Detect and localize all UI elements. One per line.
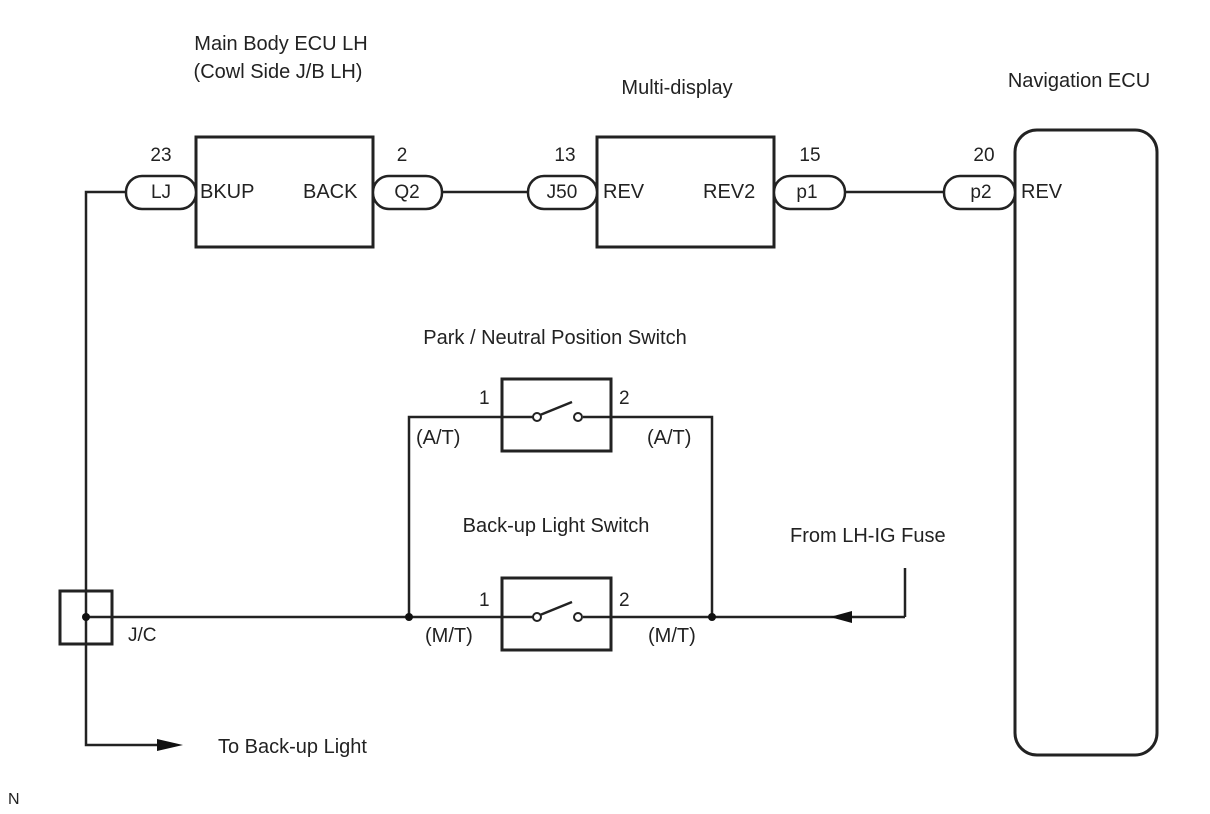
corner-mark: N [8, 791, 20, 808]
connector-code-p1: p1 [796, 182, 818, 203]
connector-p2 [942, 174, 1017, 211]
backup-switch-title: Back-up Light Switch [462, 515, 650, 537]
jc-dot [82, 613, 90, 621]
pn-switch-pin-1: 1 [479, 388, 490, 409]
backup-switch-pin-2: 2 [619, 590, 630, 611]
arrow-to-light-icon [157, 739, 183, 751]
backup-switch-contact-left [532, 612, 542, 622]
splice-dot-right [708, 613, 716, 621]
navigation-ecu-title: Navigation ECU [1007, 70, 1151, 92]
pn-switch-variant-left: (A/T) [416, 427, 461, 449]
terminal-rev-nav: REV [1021, 181, 1063, 203]
splice-dot-left [405, 613, 413, 621]
terminal-back: BACK [303, 181, 358, 203]
connector-code-p2: p2 [970, 182, 992, 203]
connector-j50 [526, 174, 599, 211]
connector-code-j50: J50 [546, 182, 578, 203]
backup-switch-contact-right [573, 612, 583, 622]
backup-switch-variant-left: (M/T) [425, 625, 473, 647]
navigation-ecu-box [1013, 128, 1159, 757]
main-body-ecu-subtitle: (Cowl Side J/B LH) [193, 61, 363, 83]
terminal-bkup: BKUP [200, 181, 255, 203]
pn-switch-contact-right [573, 412, 583, 422]
terminal-rev-multi: REV [603, 181, 645, 203]
pin-number-j50: 13 [554, 145, 576, 166]
main-body-ecu-box [194, 135, 375, 249]
main-body-ecu-title: Main Body ECU LH [194, 33, 368, 55]
multi-display-title: Multi-display [621, 77, 733, 99]
pn-switch-title: Park / Neutral Position Switch [423, 327, 687, 349]
backup-switch-box [500, 576, 613, 652]
pin-number-p2: 20 [973, 145, 995, 166]
to-backup-light-label: To Back-up Light [218, 736, 367, 758]
connector-q2 [371, 174, 444, 211]
backup-switch-variant-right: (M/T) [648, 625, 696, 647]
backup-switch-pin-1: 1 [479, 590, 490, 611]
pin-number-q2: 2 [396, 145, 408, 166]
pin-number-lj: 23 [150, 145, 172, 166]
wire-lj-to-jc [84, 190, 160, 747]
backup-switch-blade [539, 600, 573, 617]
from-fuse-label: From LH-IG Fuse [790, 525, 946, 547]
arrow-from-fuse-icon [830, 611, 852, 623]
connector-code-q2: Q2 [394, 182, 420, 203]
pn-switch-variant-right: (A/T) [647, 427, 692, 449]
connector-lj [124, 174, 198, 211]
pn-switch-blade [539, 400, 573, 417]
junction-label: J/C [128, 625, 157, 646]
pn-switch-pin-2: 2 [619, 388, 630, 409]
pin-number-p1: 15 [799, 145, 821, 166]
pn-switch-box [500, 377, 613, 453]
junction-connector-box [58, 589, 114, 646]
pn-switch-contact-left [532, 412, 542, 422]
connector-p1 [772, 174, 847, 211]
connector-code-lj: LJ [150, 182, 172, 203]
terminal-rev2: REV2 [703, 181, 756, 203]
